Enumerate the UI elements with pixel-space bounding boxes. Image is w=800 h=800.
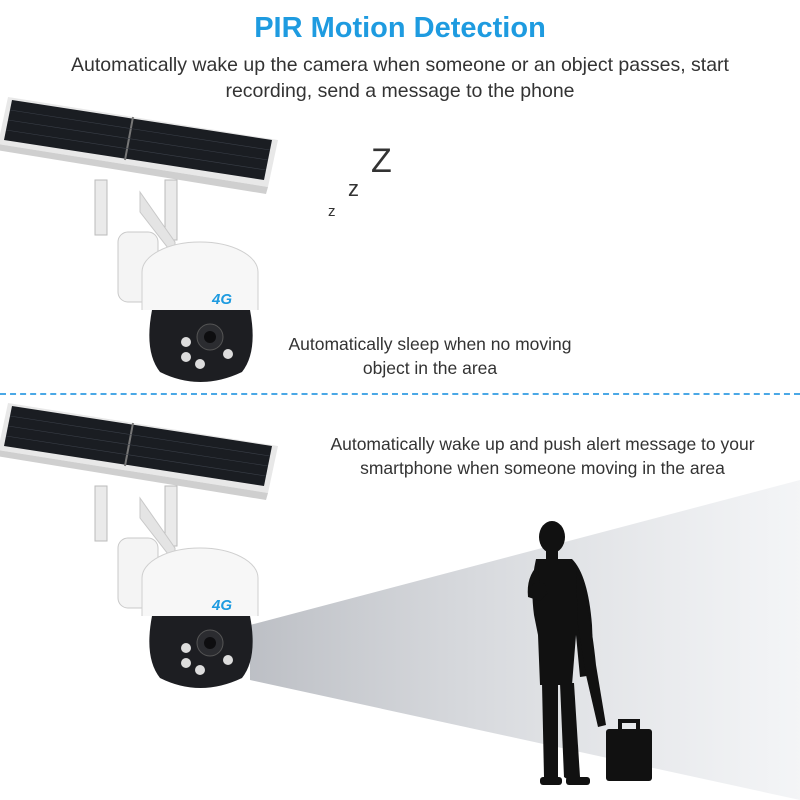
section-divider <box>0 393 800 395</box>
page-subtitle: Automatically wake up the camera when so… <box>71 54 729 102</box>
camera-badge-bottom: 4G <box>211 597 232 614</box>
sleep-z-small: z <box>328 203 336 220</box>
person-silhouette <box>510 515 660 795</box>
page-title: PIR Motion Detection <box>254 12 546 44</box>
camera-badge-top: 4G <box>211 291 232 308</box>
sleep-z-medium: z <box>348 176 359 201</box>
sleeping-camera-illustration: 4G <box>0 92 290 392</box>
sleep-caption: Automatically sleep when no moving objec… <box>288 334 572 378</box>
detection-beam <box>230 480 800 800</box>
sleep-z-large: Z <box>371 142 392 180</box>
wake-caption: Automatically wake up and push alert mes… <box>330 434 755 478</box>
active-camera-illustration: 4G <box>0 398 290 698</box>
